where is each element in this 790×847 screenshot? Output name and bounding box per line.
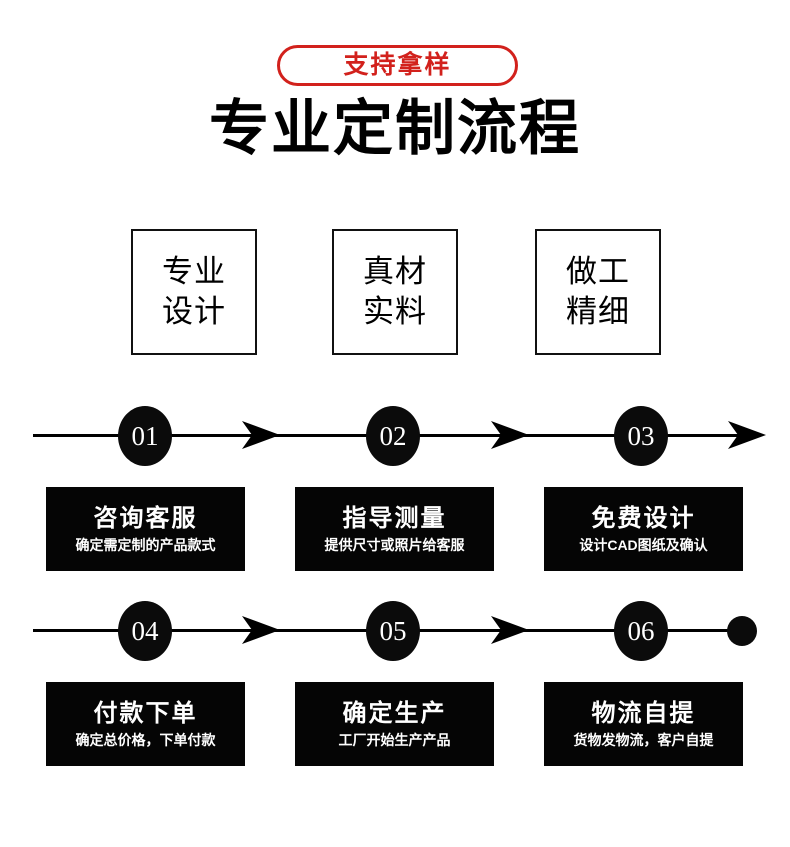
step-card-logistics: 物流自提 货物发物流，客户自提 xyxy=(544,682,743,766)
step-card-subtitle: 提供尺寸或照片给客服 xyxy=(324,536,465,553)
step-card-row-2: 付款下单 确定总价格，下单付款 确定生产 工厂开始生产产品 物流自提 货物发物流… xyxy=(0,682,790,766)
step-card-production: 确定生产 工厂开始生产产品 xyxy=(295,682,494,766)
step-card-subtitle: 工厂开始生产产品 xyxy=(338,731,451,748)
step-badge-05: 05 xyxy=(366,601,420,661)
arrow-icon xyxy=(240,417,282,453)
step-card-payment: 付款下单 确定总价格，下单付款 xyxy=(46,682,245,766)
feature-line-1: 做工 xyxy=(566,254,630,290)
feature-line-2: 设计 xyxy=(162,294,226,329)
sample-support-badge: 支持拿样 xyxy=(277,45,518,86)
dot-end-icon xyxy=(727,616,757,646)
step-number: 06 xyxy=(627,615,655,646)
step-badge-06: 06 xyxy=(614,601,668,661)
step-card-measure: 指导测量 提供尺寸或照片给客服 xyxy=(295,487,494,571)
step-number: 01 xyxy=(131,420,159,451)
step-card-title: 确定生产 xyxy=(342,700,447,728)
step-card-title: 咨询客服 xyxy=(93,505,198,533)
arrow-icon xyxy=(489,612,531,648)
sample-support-badge-label: 支持拿样 xyxy=(343,51,452,79)
step-badge-04: 04 xyxy=(118,601,172,661)
feature-box-genuine-materials: 真材 实料 xyxy=(332,229,458,355)
step-number: 04 xyxy=(131,615,159,646)
step-card-title: 指导测量 xyxy=(342,505,447,533)
step-card-title: 免费设计 xyxy=(591,505,696,533)
feature-line-1: 专业 xyxy=(162,254,226,290)
arrow-end-icon xyxy=(726,417,768,453)
step-card-row-1: 咨询客服 确定需定制的产品款式 指导测量 提供尺寸或照片给客服 免费设计 设计C… xyxy=(0,487,790,571)
arrow-icon xyxy=(489,417,531,453)
step-badge-03: 03 xyxy=(614,406,668,466)
step-card-title: 付款下单 xyxy=(93,700,198,728)
step-number: 03 xyxy=(627,420,655,451)
feature-line-2: 实料 xyxy=(363,294,427,329)
timeline-row-1: 01 02 03 xyxy=(0,405,790,467)
feature-box-professional-design: 专业 设计 xyxy=(131,229,257,355)
step-card-free-design: 免费设计 设计CAD图纸及确认 xyxy=(544,487,743,571)
step-card-subtitle: 货物发物流，客户自提 xyxy=(573,731,714,748)
feature-box-fine-workmanship: 做工 精细 xyxy=(535,229,661,355)
page-title: 专业定制流程 xyxy=(209,95,581,162)
step-card-consult: 咨询客服 确定需定制的产品款式 xyxy=(46,487,245,571)
feature-line-1: 真材 xyxy=(363,254,427,290)
step-number: 02 xyxy=(379,420,407,451)
step-card-subtitle: 确定需定制的产品款式 xyxy=(75,536,216,553)
feature-line-2: 精细 xyxy=(566,294,630,329)
step-card-title: 物流自提 xyxy=(591,700,696,728)
timeline-row-2: 04 05 06 xyxy=(0,600,790,662)
step-number: 05 xyxy=(379,615,407,646)
step-badge-01: 01 xyxy=(118,406,172,466)
feature-box-row: 专业 设计 真材 实料 做工 精细 xyxy=(0,229,790,361)
step-badge-02: 02 xyxy=(366,406,420,466)
step-card-subtitle: 确定总价格，下单付款 xyxy=(75,731,216,748)
arrow-icon xyxy=(240,612,282,648)
step-card-subtitle: 设计CAD图纸及确认 xyxy=(579,536,708,553)
